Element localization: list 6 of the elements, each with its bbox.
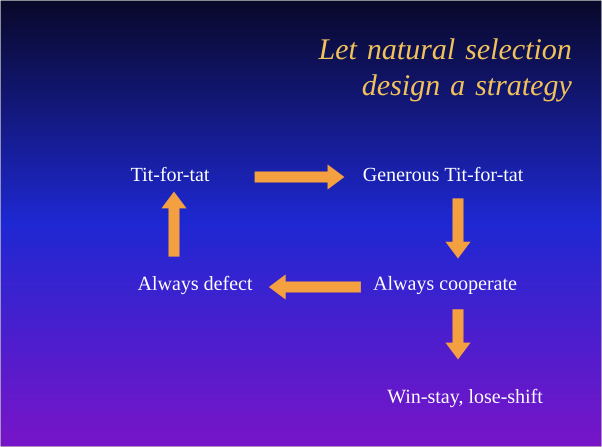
node-label: Tit-for-tat bbox=[130, 166, 210, 182]
node-label: Always defect bbox=[138, 276, 252, 294]
title: Let natural selection design a strategy bbox=[318, 38, 572, 102]
node-label: Generous Tit-for-tat bbox=[364, 166, 524, 182]
node-label: Always cooperate bbox=[373, 276, 516, 294]
node-label: Win-stay, lose-shift bbox=[387, 388, 543, 408]
